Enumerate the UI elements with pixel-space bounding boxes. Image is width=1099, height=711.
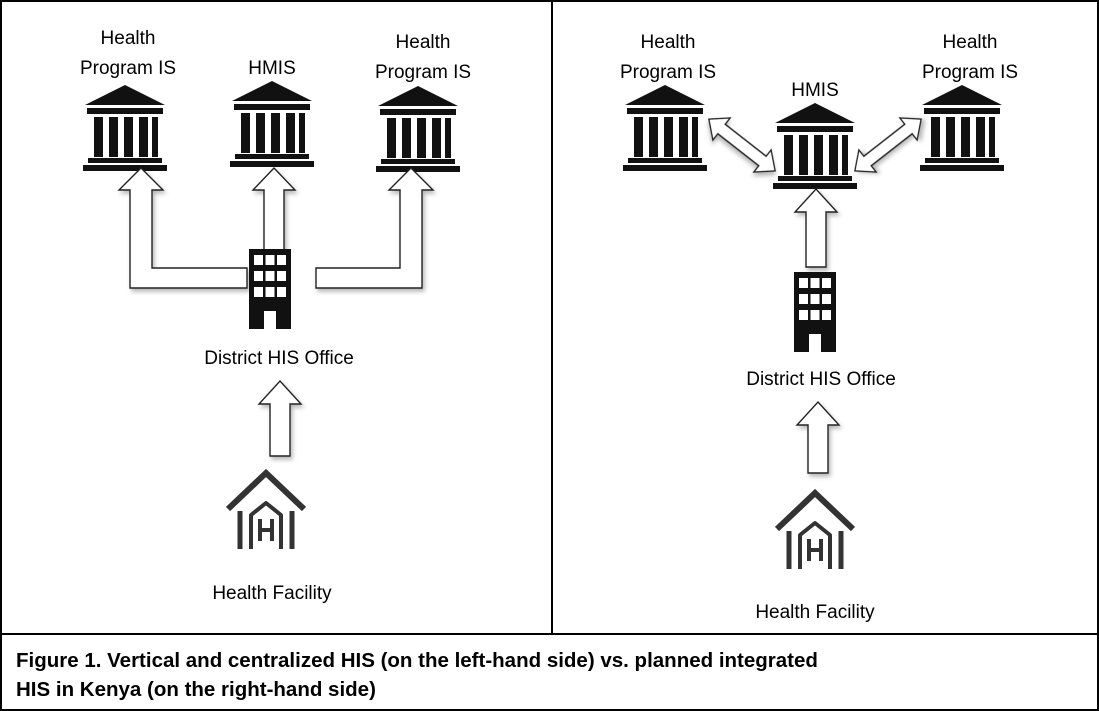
caption-line-2: HIS in Kenya (on the right-hand side) [16, 678, 376, 701]
left-district-label: District HIS Office [204, 348, 354, 369]
right-hpis-left-label-line1: Health [641, 32, 696, 53]
right-district-office-icon [794, 272, 836, 352]
svg-text:District HIS Office: District HIS Office [746, 369, 896, 390]
left-hpis-left-label-line2: Program IS [80, 58, 176, 79]
svg-text:Health: Health [641, 32, 696, 53]
svg-text:Program IS: Program IS [80, 58, 176, 79]
left-hpis-right-building-icon [376, 86, 460, 172]
left-hpis-left-label-line1: Health [101, 28, 156, 49]
caption-line-1: Figure 1. Vertical and centralized HIS (… [16, 649, 818, 672]
left-arrow-to-hpis-right [315, 167, 435, 289]
left-arrow-to-hpis-left [117, 167, 248, 289]
right-hpis-right-label-line2: Program IS [922, 62, 1018, 83]
right-health-facility-icon [777, 493, 853, 569]
left-hpis-right-label-line1: Health [396, 32, 451, 53]
svg-text:Program IS: Program IS [620, 62, 716, 83]
svg-text:Figure 1. Vertical and central: Figure 1. Vertical and centralized HIS (… [16, 649, 818, 672]
right-hpis-right-building-icon [920, 85, 1004, 171]
right-panel: Health Program IS HMIS Health Program IS… [620, 32, 1018, 623]
right-arrow-district-to-hmis [793, 187, 839, 268]
svg-text:Health: Health [396, 32, 451, 53]
left-arrow-to-hmis [251, 166, 297, 251]
left-panel: Health Program IS HMIS Health Program IS… [80, 28, 471, 604]
right-hmis-building-icon [773, 103, 857, 189]
left-arrow-facility-to-district [257, 379, 303, 457]
svg-text:Health: Health [101, 28, 156, 49]
left-facility-label: Health Facility [212, 583, 332, 604]
svg-text:Program IS: Program IS [375, 62, 471, 83]
svg-text:Program IS: Program IS [922, 62, 1018, 83]
right-hpis-right-label-line1: Health [943, 32, 998, 53]
right-arrow-facility-to-district [795, 400, 841, 474]
svg-text:District HIS Office: District HIS Office [204, 348, 354, 369]
right-district-label: District HIS Office [746, 369, 896, 390]
svg-text:HMIS: HMIS [248, 58, 296, 79]
right-hpis-left-label-line2: Program IS [620, 62, 716, 83]
left-health-facility-icon [228, 473, 304, 549]
right-hpis-left-building-icon [623, 85, 707, 171]
right-bidirectional-arrow-left [708, 117, 776, 173]
svg-text:Health Facility: Health Facility [755, 602, 875, 623]
svg-text:Health: Health [943, 32, 998, 53]
left-hpis-left-building-icon [83, 85, 167, 171]
svg-text:HMIS: HMIS [791, 80, 839, 101]
right-bidirectional-arrow-right [854, 117, 922, 173]
svg-text:HIS in Kenya (on the right-han: HIS in Kenya (on the right-hand side) [16, 678, 376, 701]
left-hpis-right-label-line2: Program IS [375, 62, 471, 83]
figure-caption: Figure 1. Vertical and centralized HIS (… [16, 649, 818, 701]
right-facility-label: Health Facility [755, 602, 875, 623]
right-hmis-label: HMIS [791, 80, 839, 101]
left-hmis-label: HMIS [248, 58, 296, 79]
svg-text:Health Facility: Health Facility [212, 583, 332, 604]
left-district-office-icon [249, 249, 291, 329]
left-hmis-building-icon [230, 81, 314, 167]
